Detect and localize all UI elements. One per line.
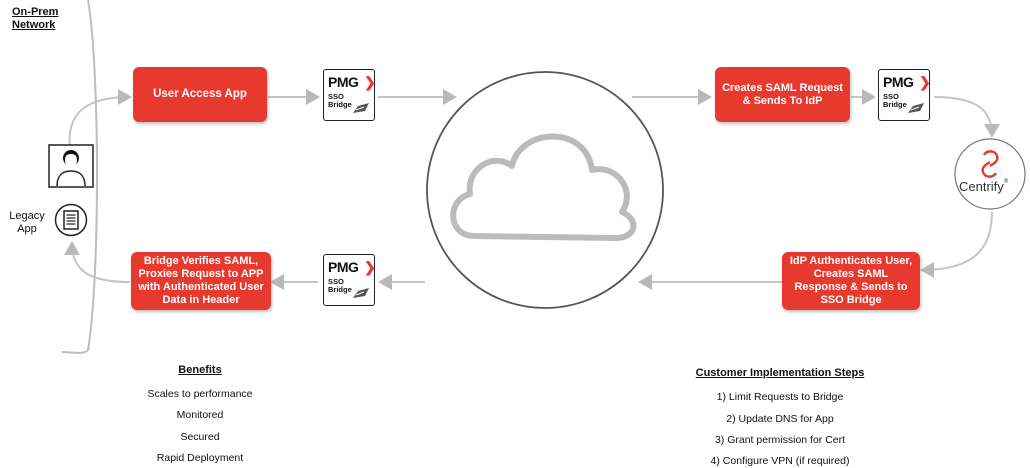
creates-saml-line-2: & Sends To IdP bbox=[742, 94, 823, 107]
benefit-item: Monitored bbox=[176, 409, 224, 421]
cloud-icon bbox=[450, 133, 637, 241]
centrify-node: Centrify® bbox=[953, 137, 1027, 211]
idp-auth-line-2: Creates SAML bbox=[813, 268, 889, 280]
centrify-name: Centrify bbox=[959, 179, 1004, 194]
pmg-sub-line-2: Bridge bbox=[328, 285, 352, 294]
network-title-line-1: On-Prem bbox=[12, 6, 59, 18]
pmg-sub-line-1: SSO bbox=[883, 92, 899, 101]
creates-saml-request-box: Creates SAML Request & Sends To IdP bbox=[715, 67, 850, 122]
idp-auth-line-4: SSO Bridge bbox=[820, 294, 882, 306]
idp-auth-line-3: Response & Sends to bbox=[794, 281, 908, 293]
network-title-line-2: Network bbox=[12, 19, 56, 31]
bridge-verify-line-4: Data in Header bbox=[162, 294, 240, 306]
step-item: 2) Update DNS for App bbox=[726, 413, 834, 425]
pmg-sub-line-1: SSO bbox=[328, 277, 344, 286]
user-icon bbox=[48, 144, 94, 188]
bridge-icon bbox=[353, 103, 369, 113]
pmg-logo-text: PMG bbox=[328, 259, 359, 275]
benefits-heading: Benefits bbox=[150, 364, 250, 376]
idp-authenticates-box: IdP Authenticates User, Creates SAML Res… bbox=[782, 252, 920, 310]
network-boundary bbox=[61, 0, 98, 354]
centrify-mark: ® bbox=[1003, 179, 1009, 185]
legacy-app-label-line-2: App bbox=[17, 223, 37, 235]
steps-heading: Customer Implementation Steps bbox=[660, 367, 900, 379]
idp-auth-line-1: IdP Authenticates User, bbox=[789, 255, 913, 267]
pmg-sub-line-1: SSO bbox=[328, 92, 344, 101]
bridge-icon bbox=[353, 288, 369, 298]
pmg-chevron-icon: ❯ bbox=[364, 74, 376, 90]
step-item: 3) Grant permission for Cert bbox=[714, 434, 846, 446]
bridge-verifies-saml-box: Bridge Verifies SAML, Proxies Request to… bbox=[131, 252, 271, 310]
pmg-logo-text: PMG bbox=[883, 74, 914, 90]
bridge-icon bbox=[908, 103, 924, 113]
benefit-item: Secured bbox=[180, 431, 220, 443]
bridge-verify-line-3: with Authenticated User bbox=[138, 281, 264, 293]
steps-heading-text: Customer Implementation Steps bbox=[695, 367, 865, 379]
user-access-app-text: User Access App bbox=[153, 88, 247, 100]
user-access-app-box: User Access App bbox=[133, 67, 267, 122]
centrify-logo-icon bbox=[981, 150, 999, 178]
creates-saml-line-1: Creates SAML Request bbox=[722, 81, 843, 94]
legacy-app-icon bbox=[54, 203, 88, 237]
pmg-chevron-icon: ❯ bbox=[919, 74, 931, 90]
benefit-item: Scales to performance bbox=[147, 388, 253, 400]
bridge-verify-line-1: Bridge Verifies SAML, bbox=[143, 255, 259, 267]
pmg-logo-text: PMG bbox=[328, 74, 359, 90]
pmg-chevron-icon: ❯ bbox=[364, 259, 376, 275]
centrify-logo-text: Centrify® bbox=[959, 179, 1008, 194]
network-title: On-Prem Network bbox=[12, 6, 58, 32]
step-item: 1) Limit Requests to Bridge bbox=[716, 391, 844, 403]
pmg-sub-line-2: Bridge bbox=[328, 100, 352, 109]
benefit-item: Rapid Deployment bbox=[156, 452, 244, 464]
cloud-circle bbox=[426, 71, 664, 309]
legacy-app-label-line-1: Legacy bbox=[9, 210, 45, 222]
benefits-heading-text: Benefits bbox=[178, 364, 222, 376]
legacy-app-label: Legacy App bbox=[4, 210, 50, 236]
pmg-sub-line-2: Bridge bbox=[883, 100, 907, 109]
bridge-verify-line-2: Proxies Request to APP bbox=[138, 268, 264, 280]
step-item: 4) Configure VPN (if required) bbox=[710, 455, 850, 467]
